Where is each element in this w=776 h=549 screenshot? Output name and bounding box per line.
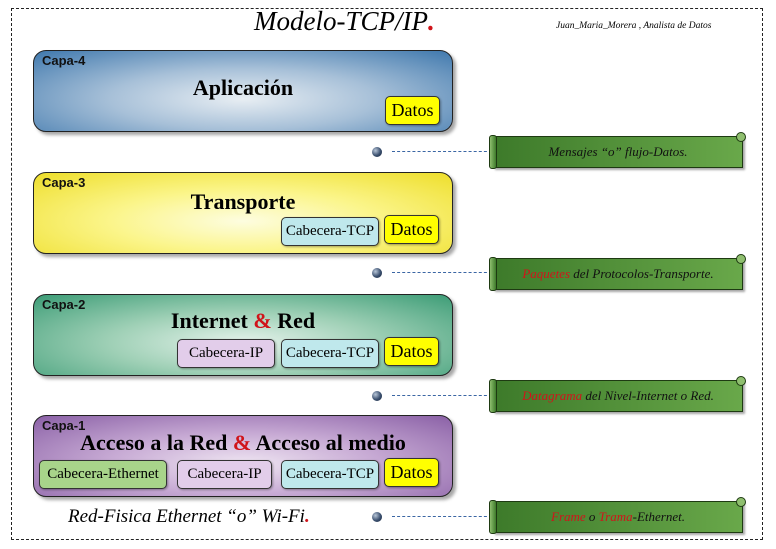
tcp-header-box: Cabecera-TCP (281, 339, 379, 368)
author-credit: Juan_Maria_Morera , Analista de Datos (556, 21, 712, 31)
connector (372, 512, 494, 522)
datos-box: Datos (385, 96, 440, 125)
diagram-title: Modelo-TCP/IP. (254, 6, 435, 36)
layer-name: Aplicación (192, 75, 294, 100)
connector (372, 147, 494, 157)
datos-box: Datos (384, 458, 439, 487)
layer-network-access: Capa-1 Acceso a la Red & Acceso al medio… (33, 415, 453, 497)
layer-application: Capa-4 Aplicación Datos (33, 50, 453, 132)
ip-header-box: Cabecera-IP (177, 339, 275, 368)
layer-internet: Capa-2 Internet & Red Cabecera-IP Cabece… (33, 294, 453, 376)
tcp-header-box: Cabecera-TCP (281, 460, 379, 489)
note-scroll-packets: Paquetes del Protocolos-Transporte. (489, 254, 746, 291)
tcp-header-box: Cabecera-TCP (281, 217, 379, 246)
note-scroll-datagram: Datagrama del Nivel-Internet o Red. (489, 376, 746, 413)
layer-label: Capa-2 (42, 297, 86, 312)
datos-box: Datos (384, 337, 439, 366)
ip-header-box: Cabecera-IP (177, 460, 272, 489)
layer-label: Capa-3 (42, 175, 86, 190)
layer-name: Transporte (190, 189, 296, 214)
layer-label: Capa-1 (42, 418, 86, 433)
bullet-icon (372, 147, 382, 157)
physical-network-label: Red-Fisica Ethernet “o” Wi-Fi. (68, 506, 310, 527)
note-scroll-messages: Mensajes “o” flujo-Datos. (489, 132, 746, 169)
connector (372, 268, 494, 278)
layer-name: Acceso a la Red & Acceso al medio (80, 430, 406, 455)
connector (372, 391, 494, 401)
bullet-icon (372, 391, 382, 401)
note-scroll-frame: Frame o Trama-Ethernet. (489, 497, 746, 534)
layer-name: Internet & Red (170, 308, 316, 333)
bullet-icon (372, 512, 382, 522)
layer-transport: Capa-3 Transporte Cabecera-TCP Datos (33, 172, 453, 254)
bullet-icon (372, 268, 382, 278)
layer-label: Capa-4 (42, 53, 86, 68)
diagram-frame (11, 8, 763, 540)
datos-box: Datos (384, 215, 439, 244)
ethernet-header-box: Cabecera-Ethernet (39, 460, 167, 489)
